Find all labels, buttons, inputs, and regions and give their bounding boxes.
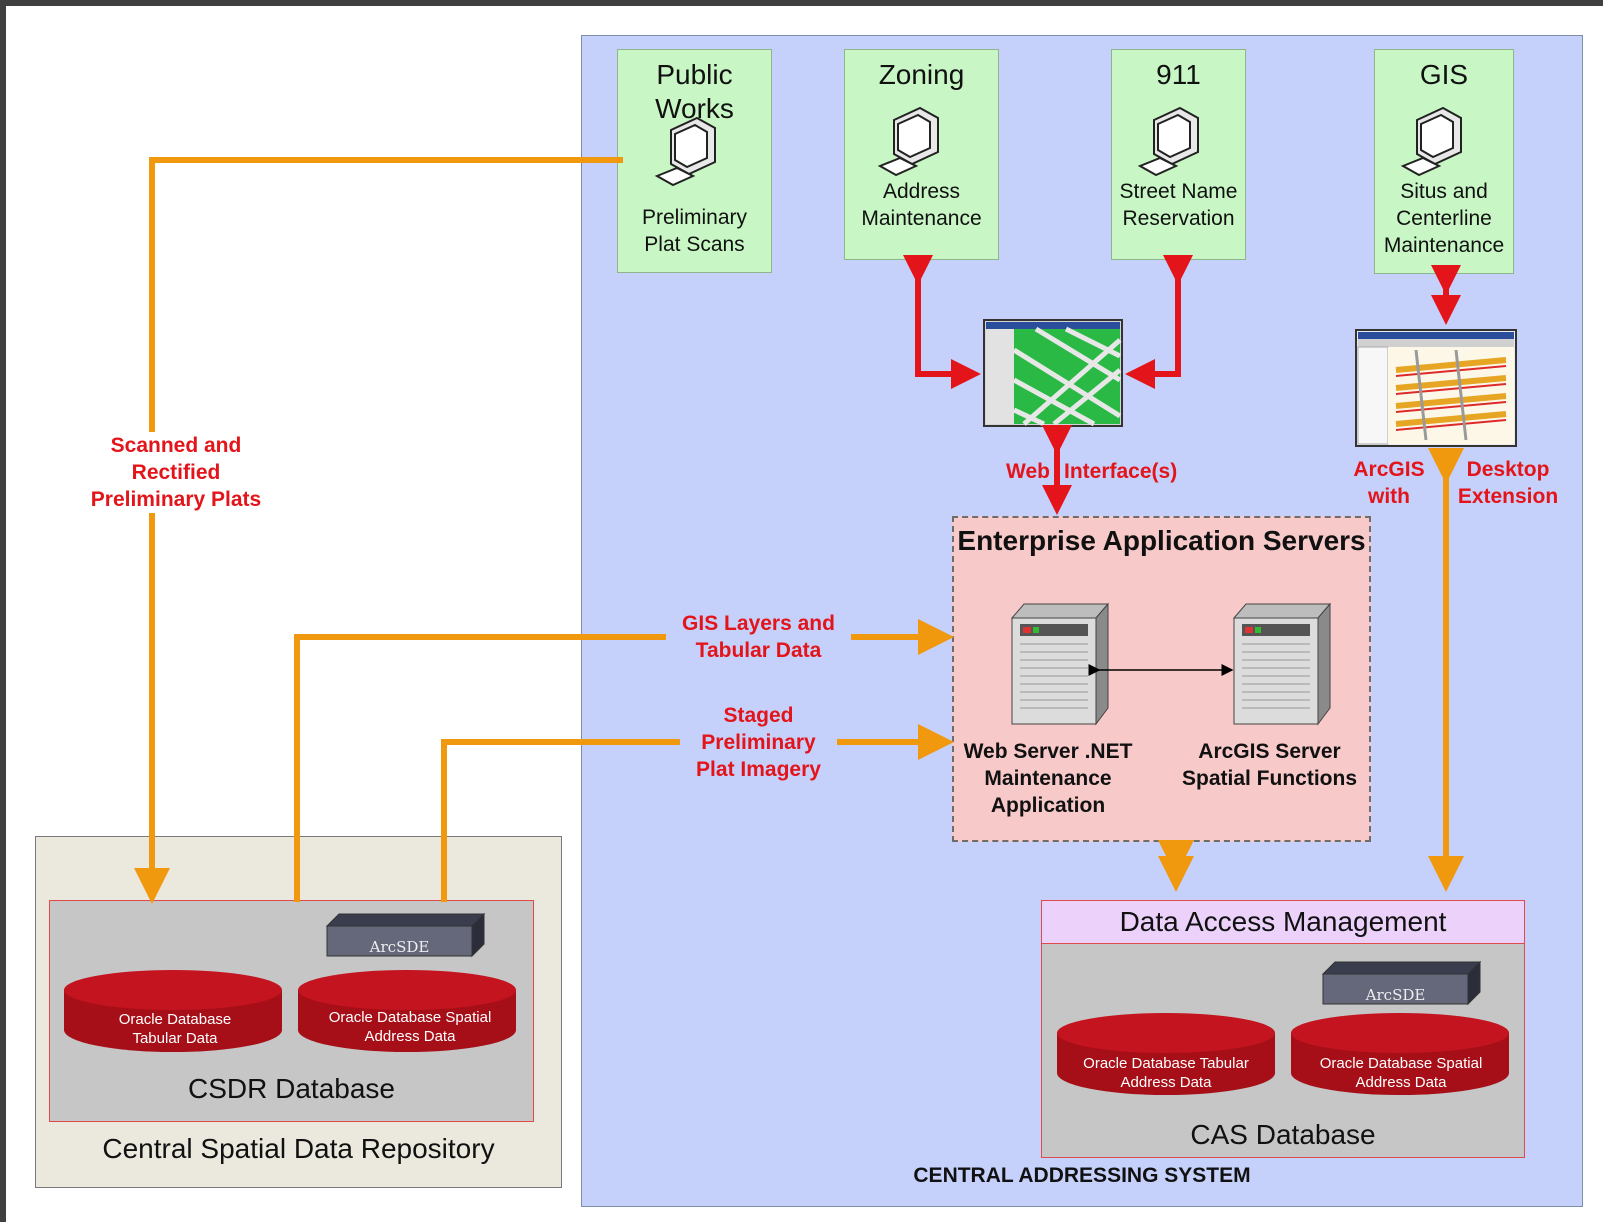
web-server-label: Web Server .NET Maintenance Application (963, 740, 1133, 817)
workstation-subtitle: Address Maintenance (861, 180, 982, 230)
oracle-db-label: Oracle Database Spatial Address Data (328, 1009, 492, 1045)
workstation-title: 911 (1156, 59, 1201, 90)
workstation-title: Public Works (655, 59, 734, 124)
scanned-plats-label: Scanned and Rectified Preliminary Plats (76, 432, 276, 513)
web-interface-label-right: Interface(s) (1064, 460, 1178, 483)
workstation-gis: GIS Situs and Centerline Maintenance (1374, 49, 1514, 274)
arcsde-label: ArcSDE (369, 938, 430, 956)
workstation-911: 911 Street Name Reservation (1111, 49, 1246, 260)
staged-imagery-label: Staged Preliminary Plat Imagery (680, 702, 837, 783)
data-access-management-header: Data Access Management (1042, 901, 1524, 944)
workstation-subtitle: Street Name Reservation (1119, 180, 1238, 230)
workstation-subtitle: Situs and Centerline Maintenance (1383, 180, 1505, 257)
enterprise-application-servers: Enterprise Application Servers Web Serve… (952, 516, 1371, 842)
arcsde-label: ArcSDE (1365, 986, 1426, 1004)
computer-icon (618, 126, 771, 204)
arcgis-desktop-label-right: Desktop Extension (1457, 458, 1559, 508)
workstation-subtitle: Preliminary Plat Scans (641, 206, 748, 256)
computer-icon (1375, 92, 1513, 178)
cas-database-caption: CAS Database (1190, 1119, 1376, 1150)
gis-layers-label: GIS Layers and Tabular Data (666, 610, 851, 664)
csdr-database-caption: CSDR Database (188, 1073, 395, 1104)
workstation-title: Zoning (878, 59, 965, 90)
computer-icon (845, 92, 998, 178)
cas-label: CENTRAL ADDRESSING SYSTEM (913, 1164, 1251, 1187)
computer-icon (1112, 92, 1245, 178)
workstation-zoning: Zoning Address Maintenance (844, 49, 999, 260)
web-interface-label-left: Web (1006, 460, 1050, 483)
workstation-title: GIS (1419, 59, 1469, 90)
csdr-outer-caption: Central Spatial Data Repository (102, 1133, 495, 1164)
arcgis-desktop-label-left: ArcGIS with (1353, 458, 1425, 508)
oracle-db-label: Oracle Database Tabular Data (118, 1011, 232, 1047)
oracle-db-label: Oracle Database Spatial Address Data (1319, 1055, 1483, 1091)
oracle-db-label: Oracle Database Tabular Address Data (1083, 1055, 1249, 1091)
arcgis-server-label: ArcGIS Server Spatial Functions (1181, 740, 1357, 790)
eas-title: Enterprise Application Servers (957, 525, 1366, 556)
workstation-public-works: Public Works Preliminary Plat Scans (617, 49, 772, 273)
cas-database: Data Access Management CAS Database (1041, 900, 1525, 1158)
